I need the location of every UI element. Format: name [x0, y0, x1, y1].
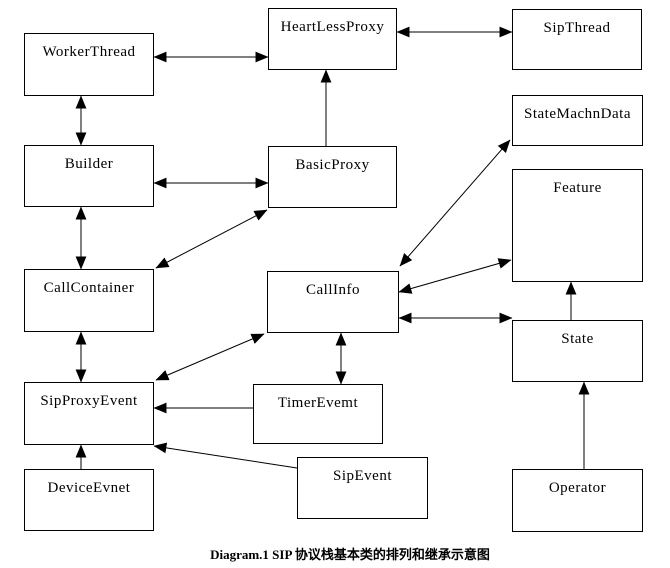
node-label-feature: Feature	[553, 180, 602, 196]
node-builder: Builder	[24, 145, 154, 207]
node-label-sip-proxy-event: SipProxyEvent	[40, 393, 138, 409]
node-label-operator: Operator	[548, 480, 607, 496]
node-feature: Feature	[512, 169, 643, 282]
node-timer-evemt: TimerEvemt	[253, 384, 383, 444]
node-label-call-container: CallContainer	[43, 280, 135, 296]
node-operator: Operator	[512, 469, 643, 532]
node-label-sip-thread: SipThread	[543, 20, 611, 36]
node-heartless-proxy: HeartLessProxy	[268, 8, 397, 70]
diagram-caption: Diagram.1 SIP 协议栈基本类的排列和继承示意图	[210, 547, 490, 562]
node-call-info: CallInfo	[267, 271, 399, 333]
node-label-call-info: CallInfo	[306, 282, 360, 298]
node-sip-thread: SipThread	[512, 9, 642, 70]
node-label-state: State	[561, 331, 594, 347]
node-sip-proxy-event: SipProxyEvent	[24, 382, 154, 445]
node-state: State	[512, 320, 643, 382]
node-sip-event: SipEvent	[297, 457, 428, 519]
node-label-device-evnet: DeviceEvnet	[47, 480, 131, 496]
node-label-basic-proxy: BasicProxy	[295, 157, 370, 173]
node-basic-proxy: BasicProxy	[268, 146, 397, 208]
node-label-heartless-proxy: HeartLessProxy	[280, 19, 385, 35]
node-label-state-machn-data: StateMachnData	[524, 106, 631, 122]
node-label-timer-evemt: TimerEvemt	[277, 395, 359, 411]
node-state-machn-data: StateMachnData	[512, 95, 643, 146]
node-label-worker-thread: WorkerThread	[42, 44, 136, 60]
node-label-builder: Builder	[64, 156, 114, 172]
node-device-evnet: DeviceEvnet	[24, 469, 154, 531]
node-call-container: CallContainer	[24, 269, 154, 332]
node-label-sip-event: SipEvent	[333, 468, 392, 484]
node-worker-thread: WorkerThread	[24, 33, 154, 96]
